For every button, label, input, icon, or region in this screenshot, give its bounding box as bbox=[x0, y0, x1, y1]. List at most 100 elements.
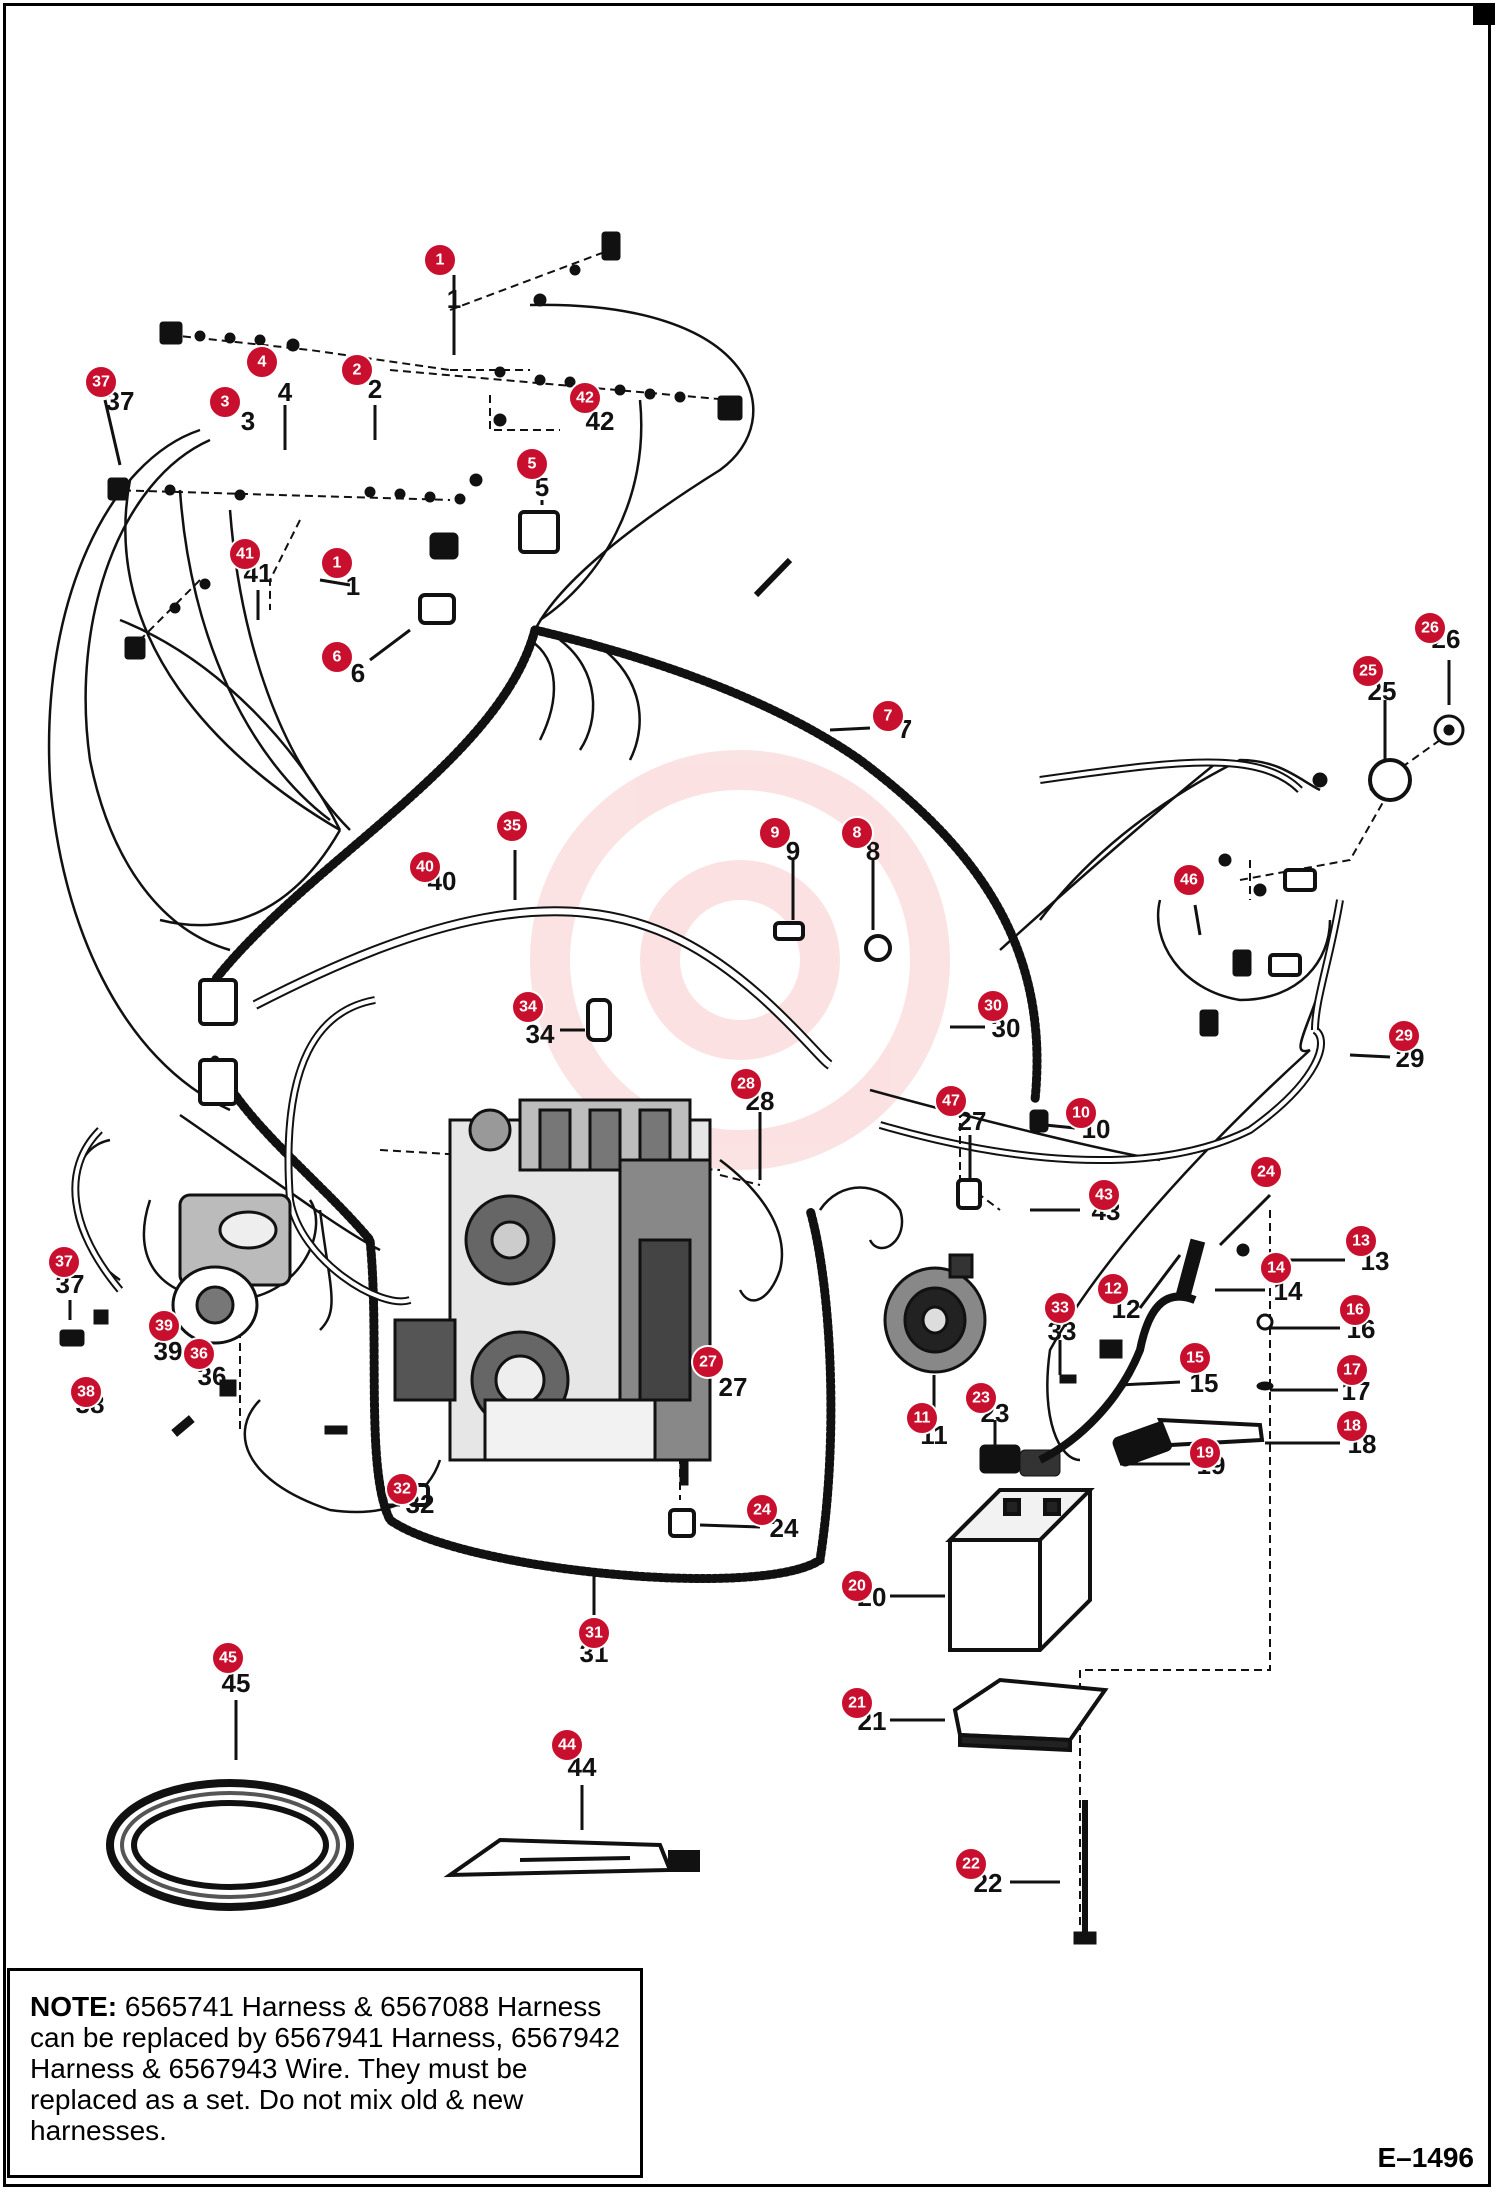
callout-26[interactable]: 26 bbox=[1413, 611, 1447, 645]
callout-number: 25 bbox=[1359, 663, 1377, 680]
callout-marker bbox=[1387, 1019, 1421, 1053]
callout-28[interactable]: 28 bbox=[729, 1067, 763, 1101]
callout-marker bbox=[408, 850, 442, 884]
callout-marker bbox=[511, 990, 545, 1024]
callout-46[interactable]: 46 bbox=[1172, 863, 1206, 897]
callout-39[interactable]: 39 bbox=[147, 1309, 181, 1343]
part-label: 9 bbox=[786, 836, 800, 866]
callout-marker bbox=[550, 1728, 584, 1762]
callout-29[interactable]: 29 bbox=[1387, 1019, 1421, 1053]
callout-24[interactable]: 24 bbox=[1249, 1155, 1283, 1189]
callout-45[interactable]: 45 bbox=[211, 1641, 245, 1675]
callout-number: 31 bbox=[585, 1625, 603, 1642]
callout-number: 6 bbox=[333, 649, 342, 666]
figure-code: E–1496 bbox=[1377, 2142, 1474, 2173]
callout-number: 11 bbox=[914, 1410, 931, 1427]
callout-number: 27 bbox=[699, 1354, 717, 1371]
callout-marker bbox=[954, 1847, 988, 1881]
callout-number: 33 bbox=[1051, 1300, 1069, 1317]
callout-marker bbox=[1087, 1178, 1121, 1212]
callout-14[interactable]: 14 bbox=[1259, 1251, 1293, 1285]
callout-35[interactable]: 35 bbox=[495, 809, 529, 843]
callout-marker bbox=[934, 1084, 968, 1118]
callout-number: 34 bbox=[519, 999, 537, 1016]
callout-marker bbox=[320, 640, 354, 674]
callout-13[interactable]: 13 bbox=[1344, 1224, 1378, 1258]
callout-6[interactable]: 6 bbox=[320, 640, 354, 674]
callout-36[interactable]: 36 bbox=[182, 1337, 216, 1371]
callout-3[interactable]: 3 bbox=[208, 385, 242, 419]
callout-marker bbox=[1096, 1272, 1130, 1306]
callout-number: 13 bbox=[1352, 1233, 1370, 1250]
callout-marker bbox=[515, 447, 549, 481]
callout-9[interactable]: 9 bbox=[758, 816, 792, 850]
callout-31[interactable]: 31 bbox=[577, 1616, 611, 1650]
callout-number: 20 bbox=[848, 1578, 866, 1595]
callout-marker bbox=[320, 546, 354, 580]
corner-mark bbox=[1473, 3, 1495, 25]
callout-number: 2 bbox=[353, 362, 362, 379]
callout-21[interactable]: 21 bbox=[840, 1686, 874, 1720]
callout-32[interactable]: 32 bbox=[385, 1472, 419, 1506]
callout-37[interactable]: 37 bbox=[47, 1245, 81, 1279]
callout-number: 45 bbox=[219, 1650, 237, 1667]
callout-number: 21 bbox=[848, 1695, 866, 1712]
callout-8[interactable]: 8 bbox=[840, 816, 874, 850]
callout-42[interactable]: 42 bbox=[568, 381, 602, 415]
callout-47[interactable]: 47 bbox=[934, 1084, 968, 1118]
callout-24[interactable]: 24 bbox=[745, 1493, 779, 1527]
part-label: 4 bbox=[278, 377, 293, 407]
callout-44[interactable]: 44 bbox=[550, 1728, 584, 1762]
pin bbox=[753, 557, 793, 598]
callout-marker bbox=[208, 385, 242, 419]
callout-1[interactable]: 1 bbox=[423, 243, 457, 277]
callout-marker bbox=[1338, 1293, 1372, 1327]
callout-30[interactable]: 30 bbox=[976, 989, 1010, 1023]
callout-number: 18 bbox=[1343, 1418, 1361, 1435]
note-box: NOTE: 6565741 Harness & 6567088 Harness … bbox=[7, 1968, 643, 2178]
callout-12[interactable]: 12 bbox=[1096, 1272, 1130, 1306]
callout-20[interactable]: 20 bbox=[840, 1569, 874, 1603]
callout-2[interactable]: 2 bbox=[340, 353, 374, 387]
callout-7[interactable]: 7 bbox=[871, 699, 905, 733]
callout-23[interactable]: 23 bbox=[964, 1381, 998, 1415]
callout-22[interactable]: 22 bbox=[954, 1847, 988, 1881]
callout-1[interactable]: 1 bbox=[320, 546, 354, 580]
callout-5[interactable]: 5 bbox=[515, 447, 549, 481]
callout-41[interactable]: 41 bbox=[228, 537, 262, 571]
callout-number: 9 bbox=[771, 825, 780, 842]
callout-27[interactable]: 27 bbox=[691, 1345, 725, 1379]
callout-number: 30 bbox=[984, 998, 1002, 1015]
callout-number: 37 bbox=[92, 374, 110, 391]
callout-number: 5 bbox=[528, 456, 537, 473]
callout-11[interactable]: 11 bbox=[905, 1401, 939, 1435]
callout-19[interactable]: 19 bbox=[1188, 1436, 1222, 1470]
callout-number: 8 bbox=[853, 825, 862, 842]
watermark bbox=[530, 750, 950, 1170]
callout-25[interactable]: 25 bbox=[1351, 654, 1385, 688]
callout-43[interactable]: 43 bbox=[1087, 1178, 1121, 1212]
callout-34[interactable]: 34 bbox=[511, 990, 545, 1024]
callout-marker bbox=[47, 1245, 81, 1279]
callout-38[interactable]: 38 bbox=[69, 1375, 103, 1409]
callout-number: 1 bbox=[333, 555, 342, 572]
callout-number: 24 bbox=[753, 1502, 771, 1519]
callout-10[interactable]: 10 bbox=[1064, 1096, 1098, 1130]
engine-block bbox=[393, 1098, 712, 1462]
callout-37[interactable]: 37 bbox=[84, 365, 118, 399]
callout-33[interactable]: 33 bbox=[1043, 1291, 1077, 1325]
callout-number: 40 bbox=[416, 859, 434, 876]
callout-marker bbox=[1413, 611, 1447, 645]
callout-number: 23 bbox=[972, 1390, 990, 1407]
callout-40[interactable]: 40 bbox=[408, 850, 442, 884]
callout-15[interactable]: 15 bbox=[1178, 1341, 1212, 1375]
callout-17[interactable]: 17 bbox=[1335, 1353, 1369, 1387]
callout-marker bbox=[423, 243, 457, 277]
callout-marker bbox=[84, 365, 118, 399]
callout-number: 19 bbox=[1196, 1445, 1214, 1462]
callout-18[interactable]: 18 bbox=[1335, 1409, 1369, 1443]
callout-16[interactable]: 16 bbox=[1338, 1293, 1372, 1327]
callout-4[interactable]: 4 bbox=[245, 345, 279, 379]
callout-marker bbox=[840, 1686, 874, 1720]
battery-holddown bbox=[952, 1677, 1109, 1753]
